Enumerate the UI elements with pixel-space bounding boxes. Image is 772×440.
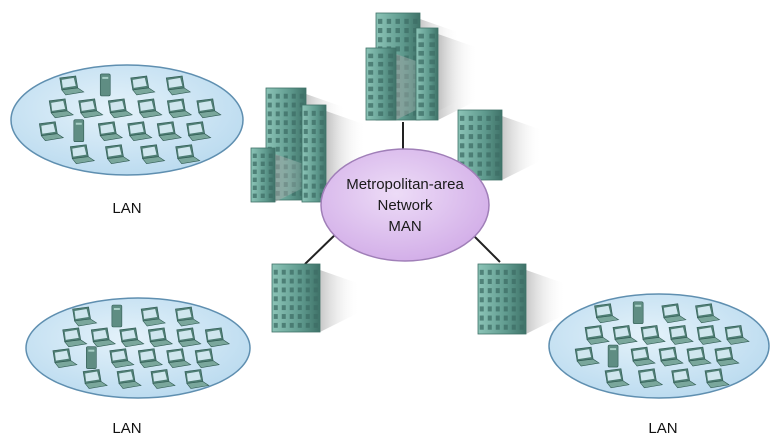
- laptop-icon: [204, 327, 231, 348]
- laptop-icon: [612, 325, 638, 345]
- man-label-line1: Metropolitan-area: [346, 176, 464, 193]
- laptop-icon: [116, 369, 142, 389]
- laptop-icon: [668, 325, 694, 345]
- laptop-icon: [686, 346, 712, 367]
- lan-cloud-bottom-left: [25, 297, 251, 399]
- laptop-icon: [119, 327, 145, 348]
- laptop-icon: [640, 325, 666, 345]
- laptop-icon: [62, 327, 88, 348]
- laptop-icon: [38, 121, 65, 142]
- server-icon: [111, 304, 123, 328]
- laptop-icon: [97, 121, 124, 142]
- laptop-icon: [594, 303, 620, 324]
- laptop-icon: [69, 144, 96, 164]
- laptop-icon: [52, 348, 78, 368]
- laptop-icon: [127, 121, 153, 142]
- buildings: [250, 12, 566, 335]
- server-icon: [99, 73, 111, 97]
- building-top-side: [415, 27, 478, 121]
- laptop-icon: [78, 98, 104, 119]
- lan-cloud-bottom-right: [548, 293, 770, 399]
- laptop-icon: [165, 75, 192, 96]
- lan-cloud-top-left: [10, 64, 244, 176]
- laptop-icon: [574, 346, 600, 367]
- laptop-icon: [658, 346, 684, 367]
- server-icon: [86, 346, 97, 369]
- server-icon: [73, 119, 85, 143]
- laptop-icon: [695, 303, 721, 324]
- man-label-line3: MAN: [388, 218, 422, 235]
- building-bottom-right: [477, 263, 566, 335]
- laptop-icon: [140, 144, 166, 164]
- building-bottom-left: [271, 263, 360, 333]
- laptop-icon: [604, 368, 630, 389]
- laptop-icon: [661, 303, 687, 324]
- laptop-icon: [140, 306, 166, 327]
- laptop-icon: [82, 369, 108, 389]
- laptop-icon: [584, 325, 610, 345]
- laptop-icon: [59, 75, 85, 96]
- laptop-icon: [637, 368, 664, 389]
- laptop-icon: [696, 325, 722, 345]
- laptop-icon: [48, 98, 74, 119]
- lan-label-bottom-right: LAN: [648, 420, 678, 437]
- laptop-icon: [130, 75, 156, 96]
- laptop-icon: [704, 368, 730, 389]
- laptop-icon: [671, 368, 697, 389]
- laptop-icon: [724, 325, 750, 345]
- laptop-icon: [90, 327, 117, 348]
- laptop-icon: [72, 306, 98, 327]
- laptop-icon: [105, 144, 131, 164]
- laptop-icon: [156, 121, 182, 142]
- laptop-icon: [166, 98, 193, 119]
- laptop-icon: [107, 98, 134, 119]
- lan-label-bottom-left: LAN: [112, 420, 142, 437]
- laptop-icon: [109, 348, 135, 368]
- laptop-icon: [630, 346, 656, 367]
- laptop-icon: [166, 348, 192, 368]
- laptop-icon: [137, 98, 163, 119]
- laptop-icon: [137, 348, 164, 368]
- laptop-icon: [147, 327, 174, 348]
- man-label: Metropolitan-area Network MAN: [320, 174, 490, 237]
- laptop-icon: [175, 144, 201, 164]
- laptop-icon: [186, 121, 212, 142]
- man-ellipse: [320, 148, 490, 262]
- laptop-icon: [196, 98, 222, 119]
- server-icon: [632, 301, 644, 325]
- server-icon: [607, 344, 619, 368]
- lan-label-top-left: LAN: [112, 200, 142, 217]
- laptop-icon: [176, 327, 202, 348]
- man-label-line2: Network: [377, 197, 433, 214]
- laptop-icon: [175, 306, 201, 327]
- laptop-icon: [150, 369, 176, 389]
- laptop-icon: [184, 369, 210, 389]
- laptop-icon: [714, 346, 740, 367]
- laptop-icon: [194, 348, 220, 368]
